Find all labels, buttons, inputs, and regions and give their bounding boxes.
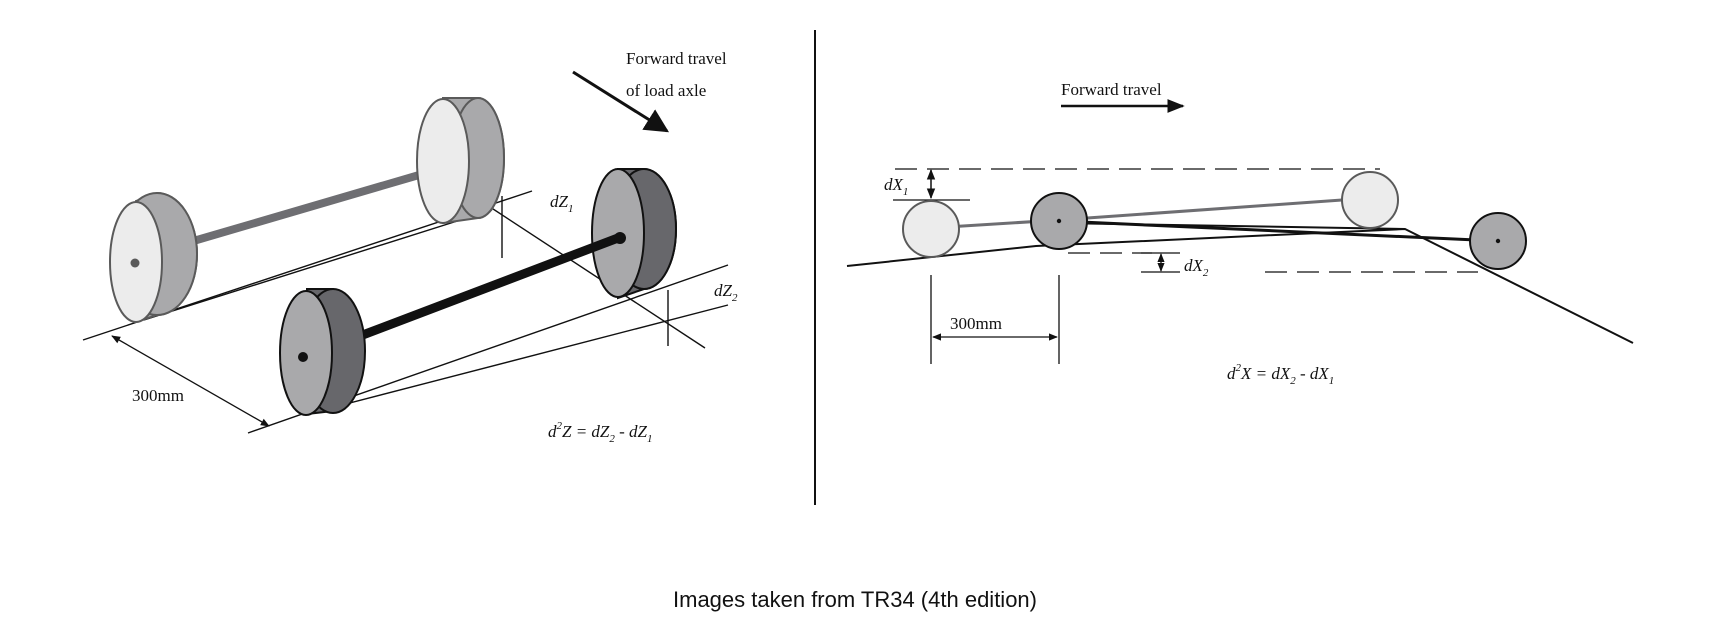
figure-caption: Images taken from TR34 (4th edition) — [673, 587, 1037, 612]
load-axle-link — [1058, 219, 1499, 243]
load-axle-direction-arrow — [572, 70, 670, 133]
dx1-label: dX1 — [884, 175, 908, 198]
rear-axle-assembly — [109, 97, 505, 324]
dz2-label: dZ2 — [714, 281, 738, 304]
rear-right-wheel — [416, 97, 505, 225]
left-dimension-arrow — [111, 335, 270, 427]
rear-wheel-raised — [1341, 171, 1399, 229]
load-rear-wheel — [279, 288, 366, 416]
right-diagram: Forward travel dX1 dX2 — [846, 80, 1634, 387]
rear-axle-shaft — [186, 164, 447, 246]
direction-label-line1: Forward travel — [626, 49, 727, 68]
right-reference-dashes — [893, 168, 1478, 273]
left-diagram: Forward travel of load axle dZ1 dZ2 300m… — [82, 49, 738, 445]
rear-left-wheel — [109, 191, 198, 324]
rear-wheel-initial — [902, 200, 960, 258]
dz1-label: dZ1 — [550, 192, 573, 215]
load-axle-assembly — [279, 168, 677, 416]
direction-label-line2: of load axle — [626, 81, 706, 100]
dx2-label: dX2 — [1184, 256, 1209, 279]
rear-axle-link-raised — [1058, 198, 1343, 222]
left-formula: d2Z = dZ2 - dZ1 — [548, 420, 653, 445]
right-direction-label: Forward travel — [1061, 80, 1162, 99]
load-axle-shaft — [355, 233, 623, 341]
left-dimension-label: 300mm — [132, 386, 184, 405]
load-front-wheel — [591, 168, 677, 300]
right-formula: d2X = dX2 - dX1 — [1227, 362, 1334, 387]
right-dimension — [930, 275, 1060, 364]
right-dimension-label: 300mm — [950, 314, 1002, 333]
